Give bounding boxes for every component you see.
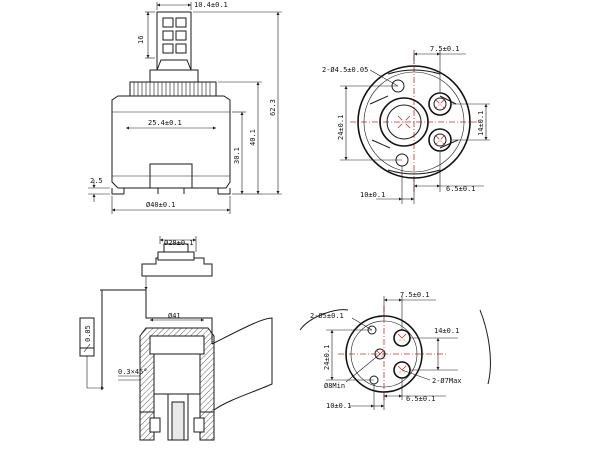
- label-chamfer: 0.3×45°: [118, 368, 148, 376]
- bottom-centre-hole: [374, 348, 386, 360]
- dim-bottom-offsets: 6.5±0.1 10±0.1: [360, 152, 484, 204]
- label-inner-width: 25.4±0.1: [148, 119, 182, 127]
- label-body-height: 30.1: [233, 147, 241, 164]
- main-bore: [379, 97, 429, 147]
- label-stem-width: 10.4±0.1: [194, 1, 228, 9]
- dim-stem-height: 16: [137, 11, 155, 59]
- dim-max-hole: 2-Ø7Max: [401, 369, 462, 385]
- label-outer-diameter: Ø40±0.1: [146, 201, 176, 209]
- label-seal-diameter: Ø28±0.1: [164, 239, 194, 247]
- label-section-bore: Ø41: [168, 312, 181, 320]
- dim-bottom-height-left: 24±0.1: [323, 329, 374, 381]
- label-height-right: 14±0.1: [477, 111, 485, 136]
- dim-height-right: 14±0.1: [452, 103, 490, 141]
- dim-bottom-height-right: 14±0.1: [410, 327, 459, 371]
- label-min-diameter: Ø8Min: [324, 382, 345, 390]
- knurled-ring: [129, 81, 217, 97]
- cartridge-section: [139, 327, 215, 441]
- label-flatness: 0.05: [84, 325, 92, 342]
- dim-min-diameter: Ø8Min: [324, 353, 381, 390]
- dim-top-offset: 7.5±0.1: [413, 45, 466, 92]
- top-view: 2-Ø4.5±0.05 7.5±0.1 24±0.1 14±0.1: [322, 45, 490, 204]
- label-mount-holes: 2-Ø4.5±0.05: [322, 66, 368, 74]
- stem: [156, 11, 192, 71]
- dim-total-height: 62.3: [193, 11, 282, 195]
- port-lower: [428, 128, 452, 152]
- dim-bottom-holes: 2-Ø5±0.1: [310, 312, 373, 331]
- section-view: Ø41 0.3×45° 0.05: [79, 289, 273, 441]
- dim-inner-width: 25.4±0.1: [126, 119, 216, 130]
- bottom-view: 2-Ø5±0.1 7.5±0.1 14±0.1 24±0.1 Ø8Min: [299, 291, 491, 410]
- port-upper: [428, 92, 452, 116]
- dim-mount-holes: 2-Ø4.5±0.05: [322, 66, 399, 87]
- dim-height-left: 24±0.1: [337, 85, 402, 161]
- dim-bottom-bottom-offsets: 6.5±0.1 10±0.1: [326, 378, 446, 410]
- label-stem-height: 16: [137, 36, 145, 44]
- label-top-offset: 7.5±0.1: [430, 45, 460, 53]
- label-base-step: 2.5: [90, 177, 103, 185]
- flatness-callout: 0.05: [79, 317, 104, 390]
- dim-bottom-top-offset: 7.5±0.1: [383, 291, 436, 330]
- dim-mid-height: 40.1: [218, 81, 262, 195]
- label-bottom-right-offset: 6.5±0.1: [446, 185, 476, 193]
- dim-body-height: 30.1: [232, 111, 246, 195]
- label-bottom-right-offset-2: 6.5±0.1: [406, 395, 436, 403]
- label-mid-height: 40.1: [249, 129, 257, 146]
- label-max-hole: 2-Ø7Max: [432, 377, 462, 385]
- seal-view: Ø28±0.1: [141, 236, 213, 290]
- label-bottom-top-offset: 7.5±0.1: [400, 291, 430, 299]
- dim-stem-width: 10.4±0.1: [156, 1, 228, 10]
- cartridge-body: [111, 95, 231, 195]
- label-bottom-holes: 2-Ø5±0.1: [310, 312, 344, 320]
- label-bottom-left-offset-2: 10±0.1: [326, 402, 351, 410]
- label-bottom-height-right: 14±0.1: [434, 327, 459, 335]
- side-view: 10.4±0.1 16 25.4±0.1 30.1 40.1: [88, 1, 282, 214]
- dim-outer-diameter: Ø40±0.1: [111, 196, 231, 214]
- label-bottom-left-offset: 10±0.1: [360, 191, 385, 199]
- neck: [149, 69, 199, 83]
- label-total-height: 62.3: [269, 99, 277, 116]
- label-height-left: 24±0.1: [337, 115, 345, 140]
- dim-base-step: 2.5: [88, 177, 110, 202]
- label-bottom-height-left: 24±0.1: [323, 345, 331, 370]
